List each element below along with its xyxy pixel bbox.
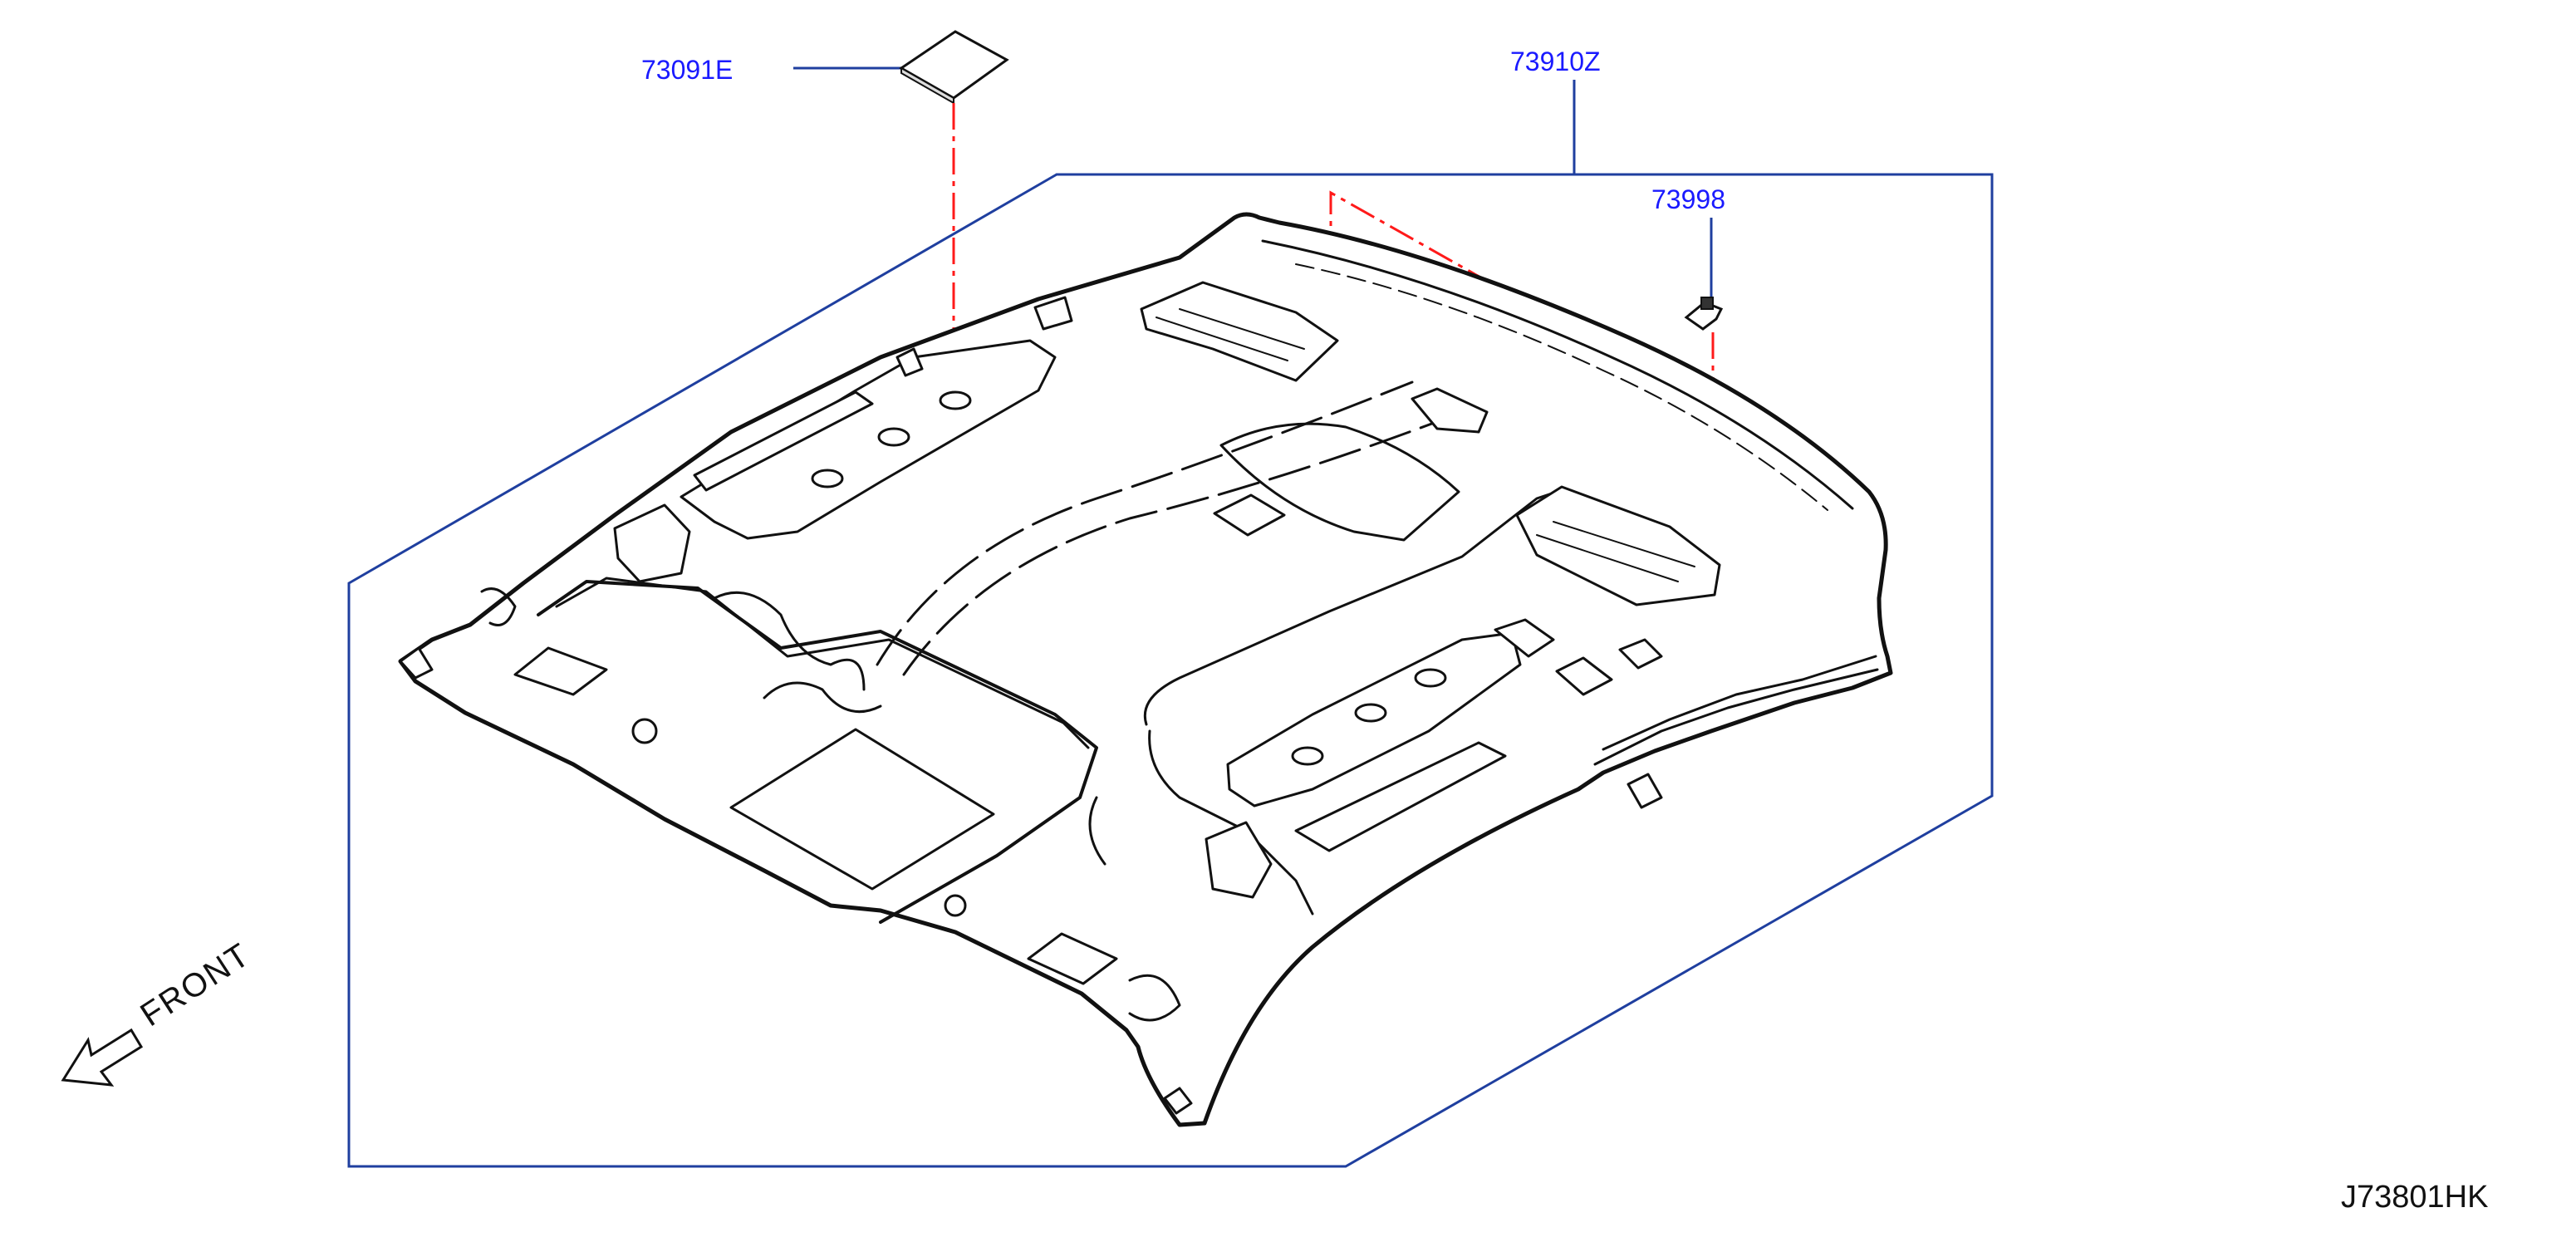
headlining-body xyxy=(398,212,1893,1127)
drawing-code: J73801HK xyxy=(2341,1180,2489,1215)
callout-73910Z: 73910Z xyxy=(1510,47,1601,76)
assembly-boundary xyxy=(347,173,1994,1168)
callout-73091E: 73091E xyxy=(641,55,734,85)
sunshade-pad-part xyxy=(899,30,1009,100)
callout-73998: 73998 xyxy=(1651,184,1725,214)
arrow-down-left-icon xyxy=(61,1028,144,1087)
clip-part xyxy=(1684,297,1724,331)
